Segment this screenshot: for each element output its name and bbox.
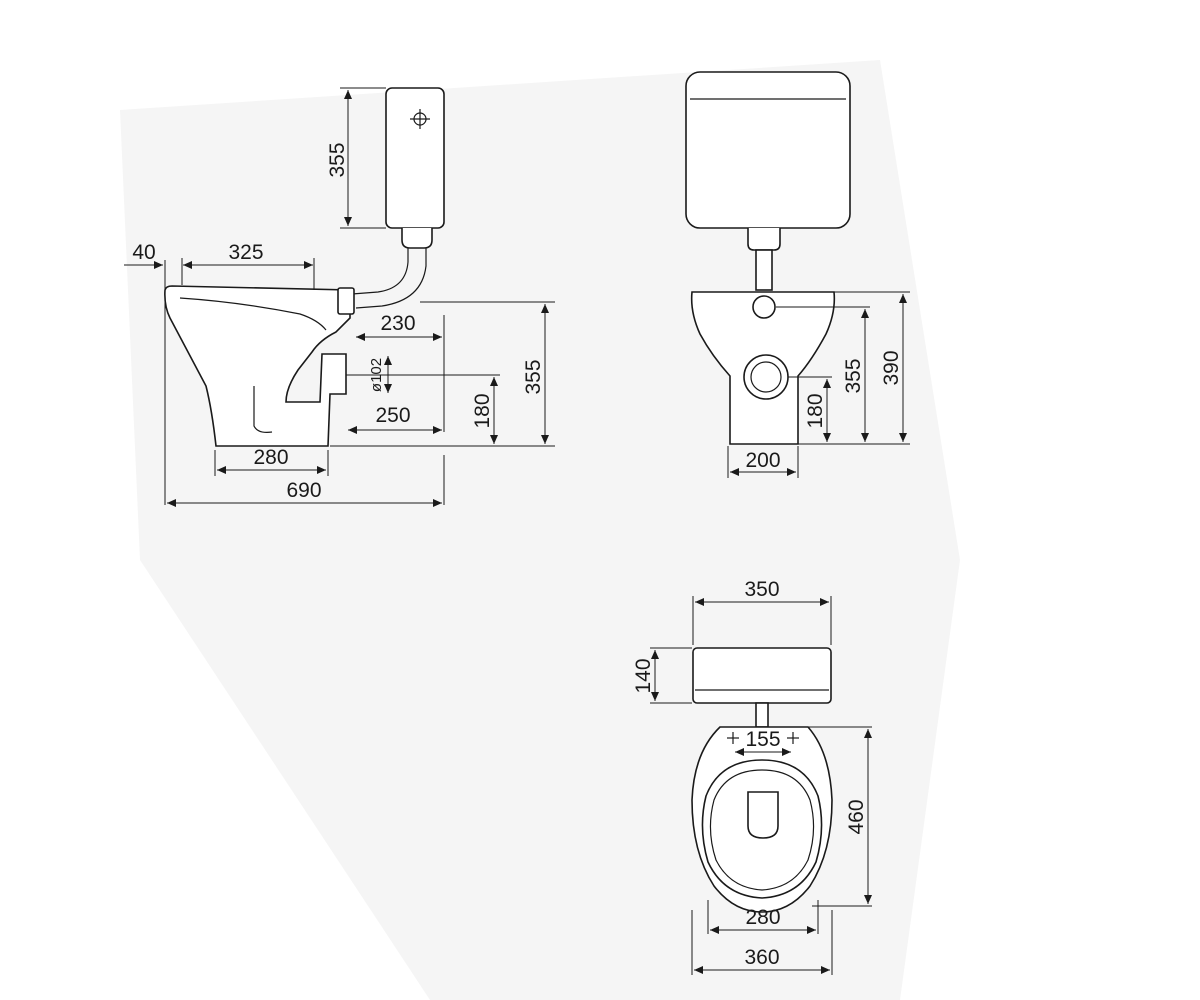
front-tank-nozzle [747,228,781,251]
side-bowl [164,285,351,447]
dim-label-outlet-height: 180 [471,393,494,428]
dim-label-tank-height: 355 [326,142,349,177]
front-view: 200 180 355 390 [685,71,910,478]
side-inlet-fitting [337,287,355,315]
top-flush-pipe [755,702,769,728]
crosshair-icon [410,109,430,129]
dim-label-rim-overhang: 40 [132,241,155,264]
dim-label-top-bowl-width: 360 [744,946,779,969]
front-inlet [752,295,776,319]
dim-label-base-length: 280 [253,446,288,469]
top-outlet [747,791,779,839]
dim-label-front-base-width: 200 [745,449,780,472]
dim-label-outlet-offset: 250 [375,404,410,427]
crosshair-icon [727,732,739,744]
front-tank [685,71,851,229]
side-tank-nozzle [401,228,433,249]
dim-label-top-tank-depth: 140 [632,658,655,693]
front-flush-pipe [755,249,773,291]
crosshair-icon [787,732,799,744]
dim-label-top-seat-width: 280 [745,906,780,929]
side-tank [385,87,445,229]
dim-label-top-tank-width: 350 [744,578,779,601]
dim-label-top-fixing-spacing: 155 [745,728,780,751]
dim-label-overall-depth: 690 [286,479,321,502]
dim-label-inlet-height: 355 [522,359,545,394]
dim-label-inlet-offset: 230 [380,312,415,335]
dim-label-bowl-length: 325 [228,241,263,264]
top-tank [692,647,832,704]
side-view: 40 325 355 230 ø102 250 180 355 280 690 [124,87,555,507]
dim-label-front-inlet-height: 355 [842,358,865,393]
flush-pipe [351,248,409,295]
dim-label-front-outlet-height: 180 [804,393,827,428]
dim-label-outlet-diameter: ø102 [368,358,385,392]
top-view: 350 140 155 460 280 360 [632,578,872,975]
dim-label-front-rim-height: 390 [880,350,903,385]
dim-label-top-bowl-depth: 460 [845,799,868,834]
